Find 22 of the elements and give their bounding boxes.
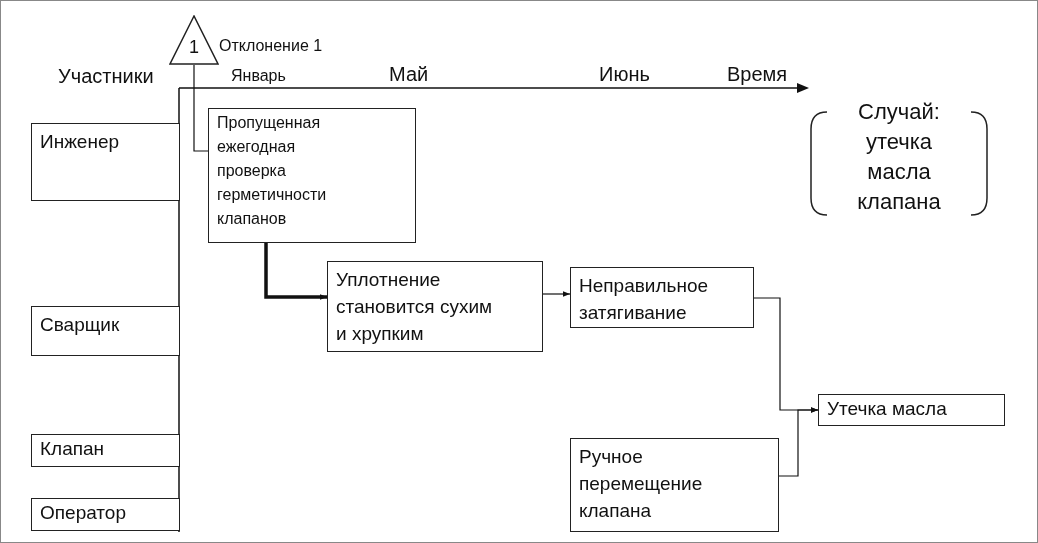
event-box: Неправильное затягивание [570,267,754,328]
event-box: Ручное перемещение клапана [570,438,779,532]
incident-text: Случай: утечка масла клапана [856,98,942,216]
actor-box: Инженер [31,123,180,201]
actor-box: Клапан [31,434,180,467]
connector-line [193,64,209,152]
arrow [264,243,327,300]
actor-box: Сварщик [31,306,180,356]
event-box: Утечка масла [818,394,1005,426]
axis-title: Участники [58,65,154,88]
timeline-label: Время [727,63,788,86]
deviation-number: 1 [188,37,200,57]
deviation-label: Отклонение 1 [219,37,323,55]
timeline-label: Июнь [599,63,650,86]
actor-box: Оператор [31,498,180,531]
timeline-label: Январь [231,67,286,85]
event-box: Пропущенная ежегодная проверка герметичности клапанов [208,108,416,243]
arrow [778,407,819,477]
arrow [542,291,571,297]
event-box: Уплотнение становится сухим и хрупким [327,261,543,352]
deviation-triangle [169,15,219,65]
timeline-label: Май [389,63,429,86]
